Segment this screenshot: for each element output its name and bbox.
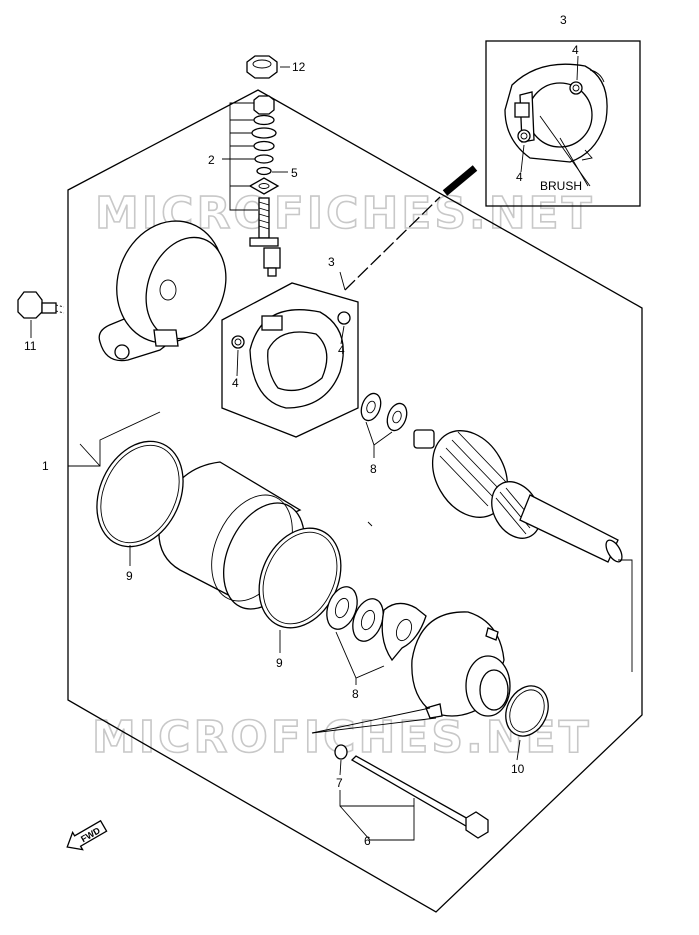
nut-12 <box>246 55 278 79</box>
leader-4-inset-top <box>576 55 579 81</box>
fwd-arrow-icon: FWD <box>66 819 108 851</box>
leader-4-main-left <box>236 349 239 377</box>
o-ring-9-left <box>96 440 184 548</box>
armature <box>413 429 623 563</box>
callout-4-main-left: 4 <box>232 376 239 390</box>
rear-cover <box>98 220 227 362</box>
inset-pointer-thick <box>442 165 478 196</box>
bolt-11 <box>17 291 65 319</box>
brush-inset-box <box>485 40 641 207</box>
lock-plate <box>381 602 427 662</box>
callout-6: 6 <box>364 834 371 848</box>
callout-3-inset: 3 <box>560 13 567 27</box>
brush-leader-2 <box>539 115 591 187</box>
leader-cover-a <box>311 717 437 734</box>
o-ring-9-right-inner <box>262 531 338 625</box>
callout-7: 7 <box>336 776 343 790</box>
callout-8-upper: 8 <box>370 462 377 476</box>
callout-9-left: 9 <box>126 569 133 583</box>
leader-4-main-right <box>340 325 345 345</box>
o-ring-7 <box>334 744 348 760</box>
callout-2: 2 <box>208 153 215 167</box>
callout-4-inset-top: 4 <box>572 43 579 57</box>
callout-4-main-right: 4 <box>338 343 345 357</box>
leader-3-main <box>339 271 346 291</box>
assembly-outline <box>67 89 643 913</box>
callout-9-right: 9 <box>276 656 283 670</box>
callout-10: 10 <box>511 762 525 776</box>
leader-1-b <box>79 443 101 467</box>
leader-armature <box>618 559 633 672</box>
through-bolt-6 <box>350 755 489 839</box>
leader-cover-b <box>311 707 431 734</box>
inset-pointer-line <box>344 196 441 291</box>
leader-10 <box>516 739 521 761</box>
brush-plate <box>231 309 351 409</box>
tick-mark <box>367 521 373 527</box>
callout-11: 11 <box>24 339 37 353</box>
leader-4-inset-left <box>520 144 525 173</box>
callout-8-lower: 8 <box>352 687 359 701</box>
brush-leader-1 <box>559 137 589 187</box>
brush-label: BRUSH <box>540 179 582 193</box>
inset-brush-holder <box>504 63 608 163</box>
brush-plate-box <box>221 282 359 438</box>
bracket-6 <box>339 790 415 841</box>
callout-3-main: 3 <box>328 255 335 269</box>
terminal-stack <box>248 95 281 277</box>
leader-1 <box>68 411 161 467</box>
callout-1: 1 <box>42 459 49 473</box>
callout-4-inset-left: 4 <box>516 170 523 184</box>
front-cover <box>411 611 511 719</box>
callout-12: 12 <box>292 60 306 74</box>
o-ring-9-left-inner <box>100 444 180 544</box>
leader-7 <box>339 759 342 776</box>
o-ring-10-inner <box>509 689 545 733</box>
bracket-2 <box>229 102 258 211</box>
washers-8-upper <box>360 392 408 432</box>
washers-8-lower <box>326 586 384 642</box>
callout-5: 5 <box>291 166 298 180</box>
